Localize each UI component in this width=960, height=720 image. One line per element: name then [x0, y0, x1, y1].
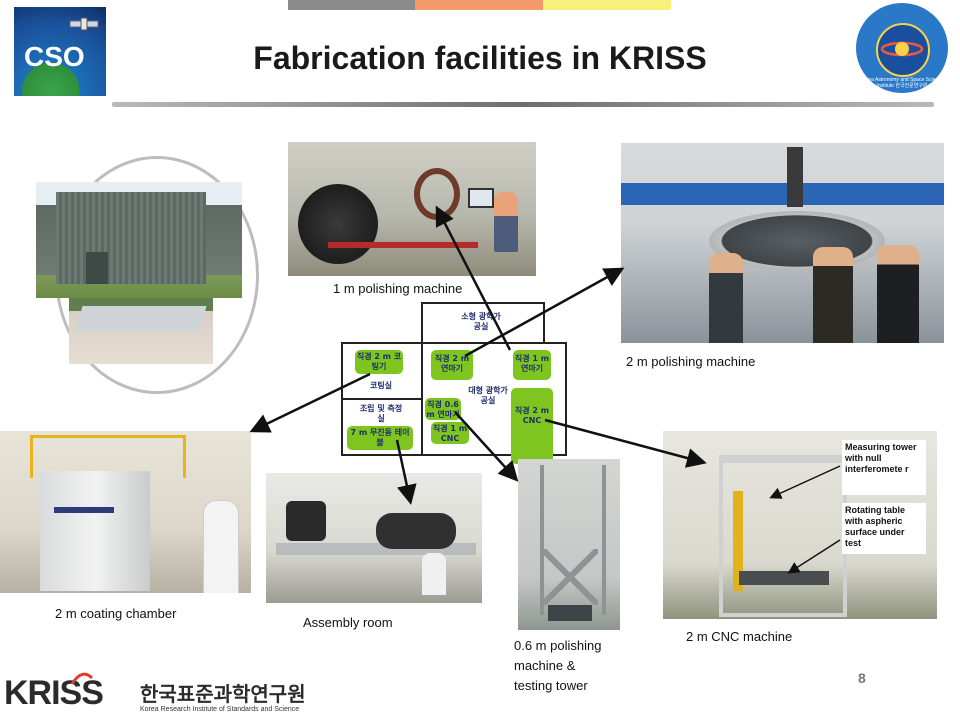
plan-small-room-label: 소형 광학가공실: [461, 312, 501, 331]
coating-chamber-body: [40, 471, 150, 591]
kriss-swoosh-icon: [70, 672, 94, 685]
cnc-table: [739, 571, 829, 585]
kasi-logo-text: Korea Astronomy and Space Science Instit…: [860, 77, 944, 89]
plan-large-room-label: 대형 광학가공실: [468, 386, 508, 405]
polishing-operator: [494, 192, 518, 252]
worker-middle: [813, 247, 853, 343]
arrow-to-polishing-1m: [435, 205, 512, 351]
kriss-logo-korean: 한국표준과학연구원: [140, 682, 306, 706]
measuring-tower-note: Measuring tower with null interferomete …: [842, 440, 926, 495]
kasi-logo: Korea Astronomy and Space Science Instit…: [856, 3, 948, 93]
kriss-logo-text: KRISS: [4, 674, 104, 712]
assembly-telescope: [376, 513, 456, 549]
tower-caption-line2: machine &: [514, 658, 576, 673]
arrow-measuring-note: [769, 465, 841, 499]
plan-polisher-1m-box: 직경 1 m 연마기: [513, 350, 551, 380]
coating-chamber-frame: [30, 435, 186, 478]
page-number: 8: [858, 670, 866, 686]
tower-caption-line3: testing tower: [514, 678, 588, 693]
cnc-machine-caption: 2 m CNC machine: [686, 629, 793, 644]
plan-polisher-06m-box: 직경 0.6 m 연마기: [425, 398, 461, 420]
plan-coating-room-label: 코팅실: [369, 381, 393, 390]
header-bar-yellow: [543, 0, 671, 10]
tower-frame: [540, 465, 606, 615]
plan-cnc-2m-box: 직경 2 m CNC: [511, 388, 553, 464]
plan-coater-box: 직경 2 m 코팅기: [355, 350, 403, 374]
arrow-to-polishing-2m: [464, 267, 625, 358]
header-bar-gray: [288, 0, 415, 10]
floor-plan: 소형 광학가공실 직경 2 m 코팅기 코팅실 조립 및 측정실 7 m 무진동…: [341, 302, 567, 464]
building-photo: [36, 182, 242, 298]
arrow-to-tower: [454, 411, 519, 482]
coating-chamber-worker: [204, 501, 238, 593]
worker-left: [709, 253, 743, 343]
page-title: Fabrication facilities in KRISS: [253, 40, 707, 76]
polishing-2m-gantry: [621, 183, 944, 205]
satellite-icon: [69, 17, 99, 31]
cso-logo-text: CSO: [24, 41, 85, 72]
tower-caption-line1: 0.6 m polishing: [514, 638, 602, 653]
kriss-logo: KRISS 한국표준과학연구원 Korea Research Institute…: [4, 672, 306, 718]
testing-tower-photo: [518, 459, 620, 630]
plan-table-box: 7 m 무진동 테이블: [347, 426, 413, 450]
worker-right: [877, 245, 919, 343]
coating-chamber-label-plate: [54, 507, 114, 513]
polishing-1m-caption: 1 m polishing machine: [333, 281, 463, 296]
polishing-2m-caption: 2 m polishing machine: [626, 354, 756, 369]
annex-photo: [69, 298, 213, 364]
arrow-to-coating: [249, 372, 371, 433]
kriss-logo-english: Korea Research Institute of Standards an…: [140, 706, 300, 713]
polishing-1m-photo: [288, 142, 536, 276]
cso-logo: CSO: [14, 7, 106, 96]
assembly-room-photo: [266, 473, 482, 603]
planet-icon: [880, 41, 924, 57]
plan-cnc-1m-box: 직경 1 m CNC: [431, 422, 469, 444]
rotating-table-note: Rotating table with aspheric surface und…: [842, 503, 926, 554]
polishing-monitor: [468, 188, 494, 208]
cnc-rail: [733, 491, 743, 591]
building-door: [86, 252, 108, 284]
header-bar-orange: [415, 0, 543, 10]
assembly-room-caption: Assembly room: [303, 615, 393, 630]
plan-assembly-room-label: 조립 및 측정실: [359, 404, 403, 423]
polishing-rail: [328, 242, 478, 248]
arrow-to-assembly: [395, 439, 417, 505]
tower-brace: [542, 549, 598, 605]
assembly-operator: [422, 553, 446, 595]
polishing-2m-column: [787, 147, 803, 207]
polishing-disk: [298, 184, 378, 264]
coating-chamber-caption: 2 m coating chamber: [55, 606, 177, 621]
assembly-mirror-cell: [286, 501, 326, 541]
arrow-to-cnc: [544, 418, 707, 468]
coating-chamber-photo: [0, 431, 251, 593]
arrow-rotating-note: [787, 539, 841, 574]
tower-base: [548, 605, 592, 621]
polishing-2m-photo: [621, 143, 944, 343]
building-facade: [56, 192, 206, 284]
title-divider: [112, 102, 934, 107]
